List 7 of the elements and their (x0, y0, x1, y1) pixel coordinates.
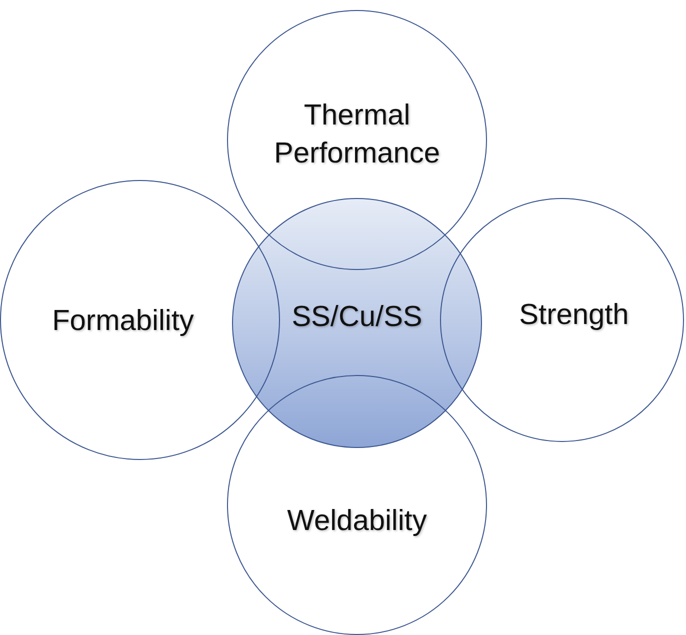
circle-label: SS/Cu/SS (290, 300, 424, 336)
circle (227, 375, 487, 635)
circle-label: Thermal Performance (272, 98, 441, 171)
circle (440, 198, 684, 442)
circle-label: Strength (518, 298, 630, 334)
circle-label: Weldability (286, 504, 428, 540)
circle-label: Formability (51, 304, 195, 340)
